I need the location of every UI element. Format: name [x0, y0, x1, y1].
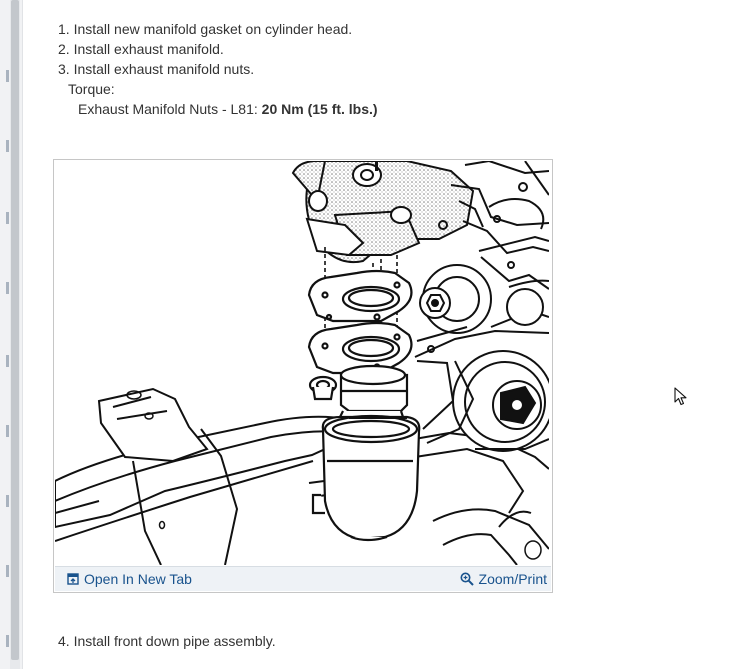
- torque-spec-value: 20 Nm (15 ft. lbs.): [261, 101, 378, 117]
- install-steps: 1. Install new manifold gasket on cylind…: [58, 19, 378, 119]
- rail-mark: [6, 355, 9, 367]
- step-item-2: 2. Install exhaust manifold.: [58, 41, 224, 57]
- rail-mark: [6, 425, 9, 437]
- magnifier-icon: [460, 572, 474, 589]
- open-in-new-tab-label: Open In New Tab: [84, 571, 192, 587]
- exhaust-manifold-figure: Open In New Tab Zoom/Print: [53, 159, 553, 593]
- exhaust-manifold-diagram[interactable]: [55, 161, 549, 565]
- rail-scroll-thumb[interactable]: [11, 0, 19, 660]
- open-in-new-tab-icon: [67, 572, 79, 588]
- rail-mark: [6, 282, 9, 294]
- rail-mark: [6, 70, 9, 82]
- figure-action-bar: Open In New Tab Zoom/Print: [55, 566, 551, 591]
- rail-mark: [6, 495, 9, 507]
- open-in-new-tab-link[interactable]: Open In New Tab: [67, 571, 192, 588]
- left-rail: [0, 0, 23, 669]
- step-item-4: 4. Install front down pipe assembly.: [58, 633, 276, 649]
- step-item-1: 1. Install new manifold gasket on cylind…: [58, 21, 353, 37]
- rail-mark: [6, 212, 9, 224]
- zoom-print-link[interactable]: Zoom/Print: [460, 571, 547, 589]
- rail-mark: [6, 140, 9, 152]
- step-item-3: 3. Install exhaust manifold nuts.: [58, 61, 255, 77]
- zoom-print-label: Zoom/Print: [478, 571, 547, 587]
- torque-spec-label: Exhaust Manifold Nuts - L81:: [78, 101, 262, 117]
- rail-mark: [6, 635, 9, 647]
- rail-mark: [6, 565, 9, 577]
- mouse-pointer-icon: [674, 387, 688, 407]
- torque-heading: Torque:: [68, 81, 115, 97]
- torque-spec: Exhaust Manifold Nuts - L81: 20 Nm (15 f…: [58, 99, 378, 119]
